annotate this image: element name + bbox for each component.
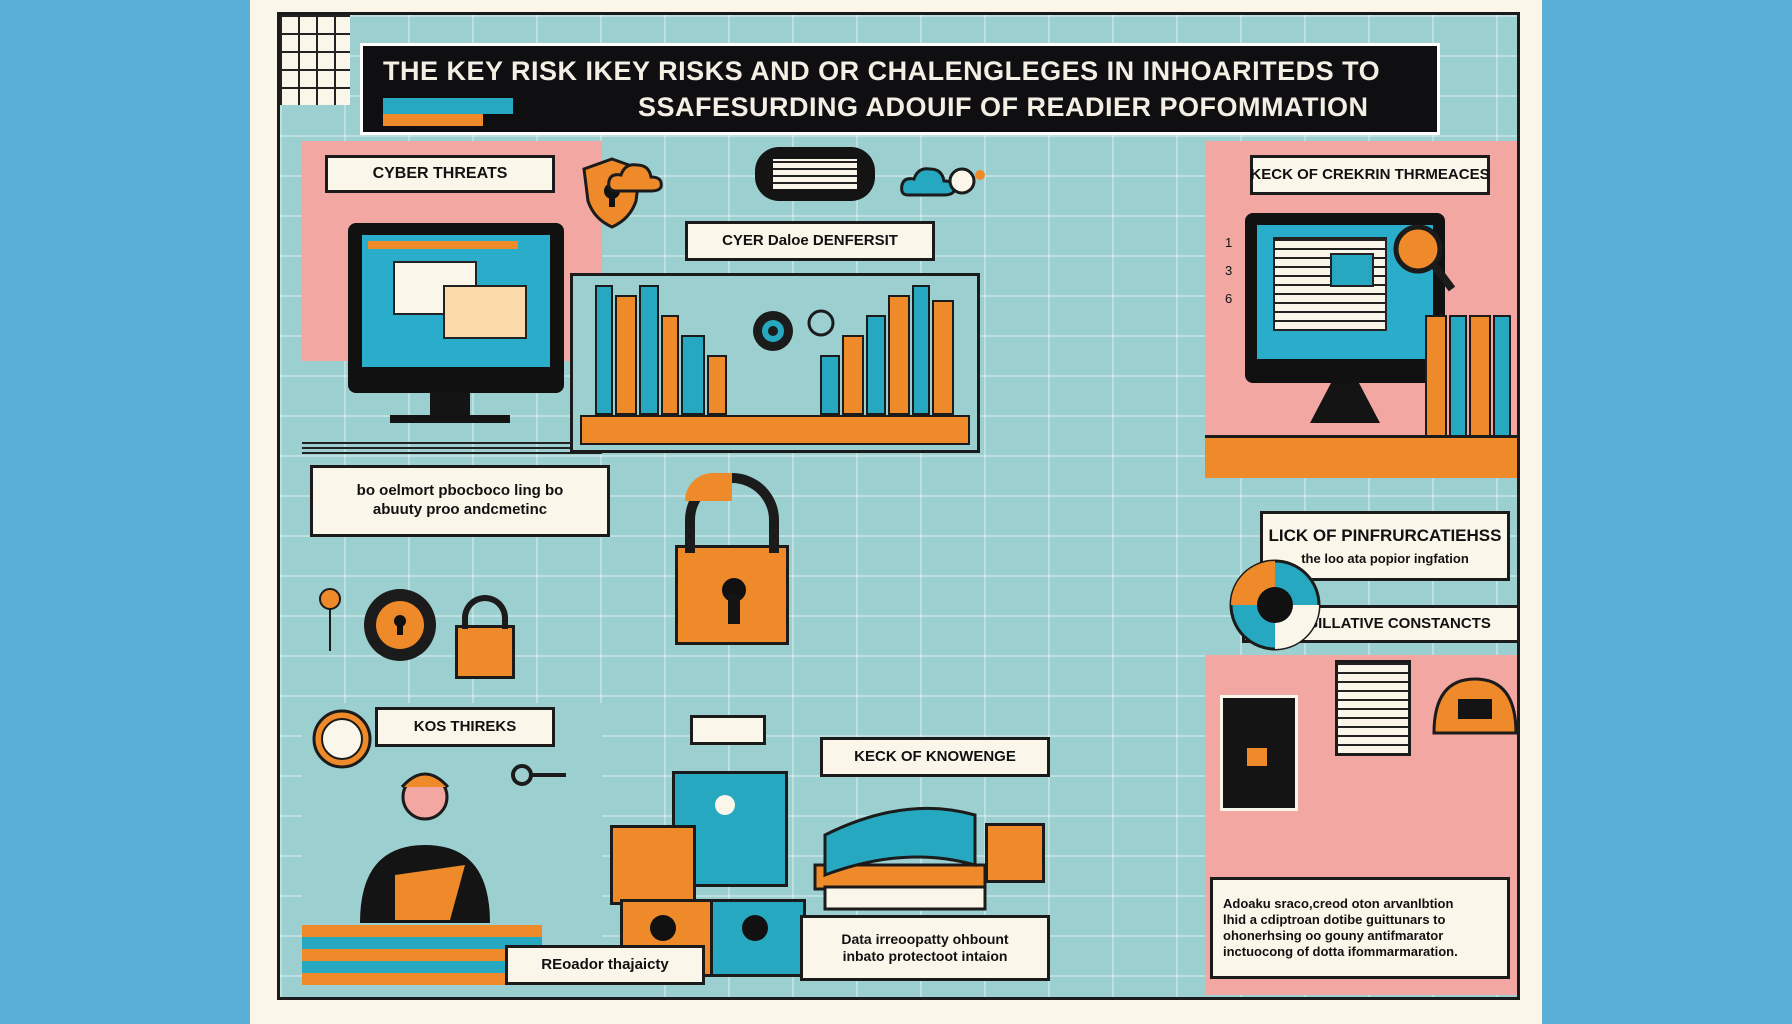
caption-line-1: Data irreoopatty ohbount bbox=[841, 930, 1009, 947]
caption-line-1: bo oelmort pbocboco ling bo bbox=[356, 482, 564, 500]
reader-label: REoador thajaicty bbox=[505, 945, 705, 985]
striped-divider bbox=[302, 440, 602, 454]
title-line-2: SSAFESURDING ADOUIF OF READIER POFOMMATI… bbox=[638, 92, 1369, 122]
grid-decoration bbox=[280, 15, 350, 105]
cyber-defense-heading: CYER Daloe DENFERSIT bbox=[685, 221, 935, 261]
cloud-icon bbox=[605, 157, 665, 202]
lack-of-threats-heading: KECK OF CREKRIN THRMEACES bbox=[1250, 155, 1490, 195]
pie-icon bbox=[1225, 555, 1325, 660]
cyber-threats-caption: bo oelmort pbocboco ling bo abuuty proo … bbox=[310, 465, 610, 537]
book-icon bbox=[805, 775, 995, 930]
cyber-threats-heading: CYBER THREATS bbox=[325, 155, 555, 193]
magnifier-icon bbox=[1390, 221, 1460, 306]
caption-line-2: abuuty proo andcmetinc bbox=[372, 501, 548, 518]
knowledge-heading: KECK OF KNOWENGE bbox=[820, 737, 1050, 777]
dome-icon bbox=[1430, 675, 1517, 740]
cloud-lock-icon bbox=[900, 161, 990, 206]
title-accent-teal bbox=[383, 98, 513, 114]
device-icon bbox=[755, 147, 875, 201]
kos-heading: KOS THIREKS bbox=[375, 707, 555, 747]
caption-line-4: inctuocong of dotta ifommarmaration. bbox=[1223, 944, 1458, 960]
caption-line-2: inbato protectoot intaion bbox=[842, 948, 1008, 964]
gear-icon bbox=[745, 303, 801, 364]
locks-house bbox=[610, 715, 840, 995]
clock-icon bbox=[310, 707, 374, 776]
gear-lock-icon bbox=[360, 585, 440, 670]
person-icon bbox=[340, 755, 510, 930]
side-number: 3 bbox=[1225, 263, 1233, 278]
caption-line-3: ohonerhsing oo gouny antifmarator bbox=[1223, 928, 1444, 943]
side-numbers: 1 3 6 bbox=[1225, 229, 1232, 313]
search-icon bbox=[805, 307, 841, 348]
padlock-icon bbox=[985, 823, 1045, 883]
stacked-bars bbox=[302, 925, 542, 985]
title-line-1: THE KEY RISK IKEY RISKS AND OR CHALENGLE… bbox=[383, 56, 1381, 86]
clipboard-icon bbox=[1335, 660, 1411, 756]
data-protection-caption: Data irreoopatty ohbount inbato protecto… bbox=[800, 915, 1050, 981]
padlock-icon bbox=[675, 545, 789, 645]
key-icon bbox=[510, 755, 570, 800]
caption-line-2: lhid a cdiptroan dotibe guittunars to bbox=[1223, 911, 1446, 927]
side-number: 6 bbox=[1225, 291, 1233, 306]
flower-icon bbox=[310, 585, 350, 660]
caption-line-1: Adoaku sraco,creod oton arvanlbtion bbox=[1223, 895, 1454, 911]
infrastructure-label: LICK OF PINFRURCATIEHSS the loo ata popi… bbox=[1260, 511, 1510, 581]
adoption-caption: Adoaku sraco,creod oton arvanlbtion lhid… bbox=[1210, 877, 1510, 979]
monitor-icon bbox=[1245, 213, 1445, 383]
title-banner: THE KEY RISK IKEY RISKS AND OR CHALENGLE… bbox=[360, 43, 1440, 135]
document-icon bbox=[1220, 695, 1298, 811]
padlock-icon bbox=[455, 625, 515, 679]
title-accent-orange bbox=[383, 114, 483, 126]
monitor-icon bbox=[348, 223, 564, 393]
infrastructure-subtext: the loo ata popior ingfation bbox=[1301, 550, 1469, 566]
side-number: 1 bbox=[1225, 235, 1233, 250]
infographic-board: THE KEY RISK IKEY RISKS AND OR CHALENGLE… bbox=[277, 12, 1520, 1000]
infrastructure-heading: LICK OF PINFRURCATIEHSS bbox=[1268, 526, 1502, 546]
